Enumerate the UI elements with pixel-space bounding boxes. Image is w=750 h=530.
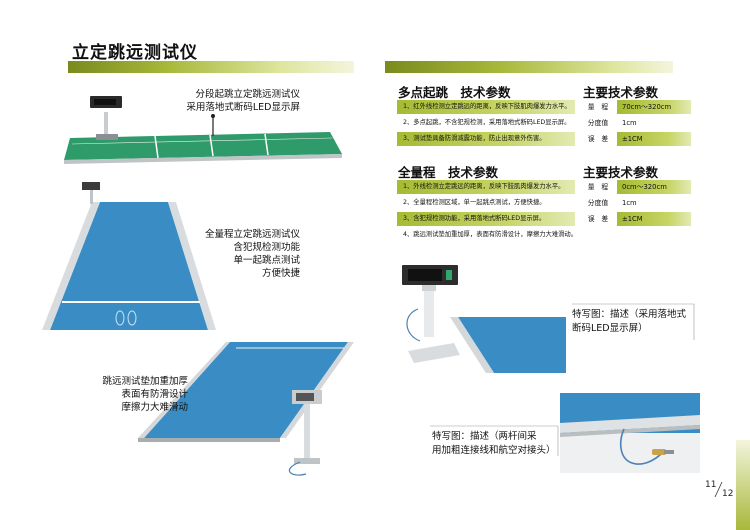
connector-photo bbox=[560, 393, 700, 473]
spec-label: 分度值 bbox=[587, 119, 609, 127]
caption-full-range-mat: 全量程立定跳远测试仪 含犯规检测功能 单一起跳点测试 方便快捷 bbox=[170, 228, 300, 280]
section1-title: 多点起跳 技术参数 bbox=[398, 85, 511, 100]
caption-line: 全量程立定跳远测试仪 bbox=[204, 229, 300, 240]
full-range-mat-illustration bbox=[42, 182, 216, 330]
caption-line: 特写图：描述（两杆间采 bbox=[432, 431, 537, 442]
spec-value: 70cm～320cm bbox=[617, 100, 691, 114]
caption-line: 用加粗连接线和航空对接头） bbox=[432, 445, 556, 456]
section2-item: 2、全量程检测区域，单一起跳点测试，方便快捷。 bbox=[397, 196, 575, 210]
section1-spec-title: 主要技术参数 bbox=[583, 85, 659, 100]
section2-title: 全量程 技术参数 bbox=[398, 165, 499, 180]
photo2-frame-line bbox=[430, 425, 559, 456]
caption-line: 跳远测试垫加重加厚 bbox=[102, 376, 188, 387]
spec-value: ±1CM bbox=[617, 212, 691, 226]
page-number-slash bbox=[714, 481, 723, 498]
caption-line: 单一起跳点测试 bbox=[233, 255, 300, 266]
caption-line: 方便快捷 bbox=[261, 268, 300, 279]
page-number: 11 bbox=[705, 480, 717, 490]
section1-item: 2、多点起跳，不含犯规检测，采用落地式断码LED显示屏。 bbox=[397, 116, 575, 130]
spec-value: ±1CM bbox=[617, 132, 691, 146]
thick-mat-illustration bbox=[138, 342, 354, 476]
caption-line: 含犯规检测功能 bbox=[233, 242, 300, 253]
photo1-frame-line bbox=[572, 303, 695, 340]
section2-item: 4、跳远测试垫加重加厚，表面有防滑设计，摩擦力大难滑动。 bbox=[397, 228, 575, 242]
caption-line: 断码LED显示屏） bbox=[572, 323, 648, 334]
caption-line: 分段起跳立定跳远测试仪 bbox=[195, 89, 300, 100]
caption-led-photo: 特写图：描述（采用落地式 断码LED显示屏） bbox=[572, 308, 722, 336]
caption-line: 摩擦力大难滑动 bbox=[121, 402, 188, 413]
section2-item: 1、外线检测立定跳远的距离，反映下肢肌肉爆发力水平。 bbox=[397, 180, 575, 194]
spec-label: 误 差 bbox=[587, 135, 609, 143]
spec-label: 误 差 bbox=[587, 215, 609, 223]
spec-label: 量 程 bbox=[587, 183, 609, 191]
section2-item: 3、含犯规检测功能，采用落地式断码LED显示屏。 bbox=[397, 212, 575, 226]
corner-accent bbox=[736, 440, 750, 530]
caption-line: 特写图：描述（采用落地式 bbox=[572, 309, 687, 320]
segmented-mat-illustration bbox=[64, 96, 342, 164]
caption-segmented-mat: 分段起跳立定跳远测试仪 采用落地式断码LED显示屏 bbox=[130, 88, 300, 114]
pointer-line bbox=[211, 114, 215, 136]
spec-label: 分度值 bbox=[587, 199, 609, 207]
title-bar-left bbox=[68, 61, 354, 73]
caption-line: 采用落地式断码LED显示屏 bbox=[186, 102, 300, 113]
spec-label: 量 程 bbox=[587, 103, 609, 111]
section2-spec-title: 主要技术参数 bbox=[583, 165, 659, 180]
section1-item: 3、测试垫具备防滑减震功能，防止出现意外伤害。 bbox=[397, 132, 575, 146]
spec-value: 1cm bbox=[622, 199, 637, 207]
spec-value: 0cm～320cm bbox=[617, 180, 691, 194]
led-display-photo bbox=[402, 265, 566, 373]
title-bar-right bbox=[385, 61, 673, 73]
spec-value: 1cm bbox=[622, 119, 637, 127]
page-title: 立定跳远测试仪 bbox=[72, 43, 198, 63]
caption-connector-photo: 特写图：描述（两杆间采 用加粗连接线和航空对接头） bbox=[432, 430, 560, 458]
section1-item: 1、红外线检测立定跳远的距离，反映下肢肌肉爆发力水平。 bbox=[397, 100, 575, 114]
caption-line: 表面有防滑设计 bbox=[121, 389, 188, 400]
caption-thick-mat: 跳远测试垫加重加厚 表面有防滑设计 摩擦力大难滑动 bbox=[60, 375, 188, 414]
page-total: 12 bbox=[722, 489, 734, 499]
